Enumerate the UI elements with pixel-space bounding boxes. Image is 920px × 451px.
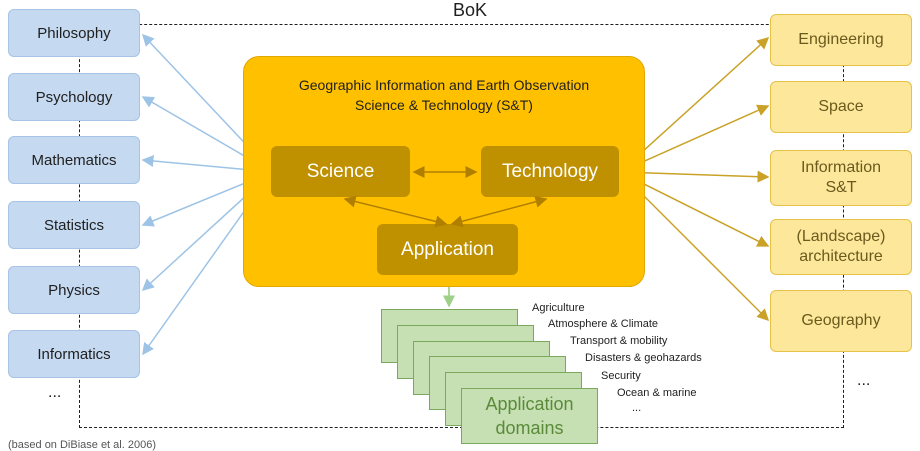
box-psychology: Psychology <box>8 73 140 121</box>
box-information-st: Information S&T <box>770 150 912 206</box>
center-title-line1: Geographic Information and Earth Observa… <box>298 77 590 93</box>
box-space: Space <box>770 81 912 133</box>
box-mathematics: Mathematics <box>8 136 140 184</box>
domain-more: ... <box>632 402 642 414</box>
left-more: ... <box>48 384 62 401</box>
box-philosophy: Philosophy <box>8 9 140 57</box>
domain-atmosphere: Atmosphere & Climate <box>548 318 659 330</box>
box-physics: Physics <box>8 266 140 314</box>
application-domains-label: Application domains <box>485 393 574 438</box>
science-box: Science <box>271 146 410 197</box>
domain-transport: Transport & mobility <box>570 335 668 347</box>
box-landscape-architecture: (Landscape) architecture <box>770 219 912 275</box>
box-statistics: Statistics <box>8 201 140 249</box>
bok-title: BoK <box>452 0 488 20</box>
domain-security: Security <box>601 370 641 382</box>
domain-agriculture: Agriculture <box>532 302 585 314</box>
center-title: Geographic Information and Earth Observa… <box>243 76 645 115</box>
box-landscape-label: (Landscape) architecture <box>796 228 886 265</box>
domain-card-front: Application domains <box>461 388 598 444</box>
box-informatics: Informatics <box>8 330 140 378</box>
technology-box: Technology <box>481 146 619 197</box>
application-box: Application <box>377 224 518 275</box>
domain-ocean: Ocean & marine <box>617 387 697 399</box>
footnote: (based on DiBiase et al. 2006) <box>8 439 156 451</box>
box-engineering: Engineering <box>770 14 912 66</box>
right-more: ... <box>857 372 871 389</box>
box-information-st-label: Information S&T <box>800 159 882 196</box>
center-title-line2: Science & Technology (S&T) <box>355 96 533 113</box>
domain-disasters: Disasters & geohazards <box>585 352 702 364</box>
box-geography: Geography <box>770 290 912 352</box>
